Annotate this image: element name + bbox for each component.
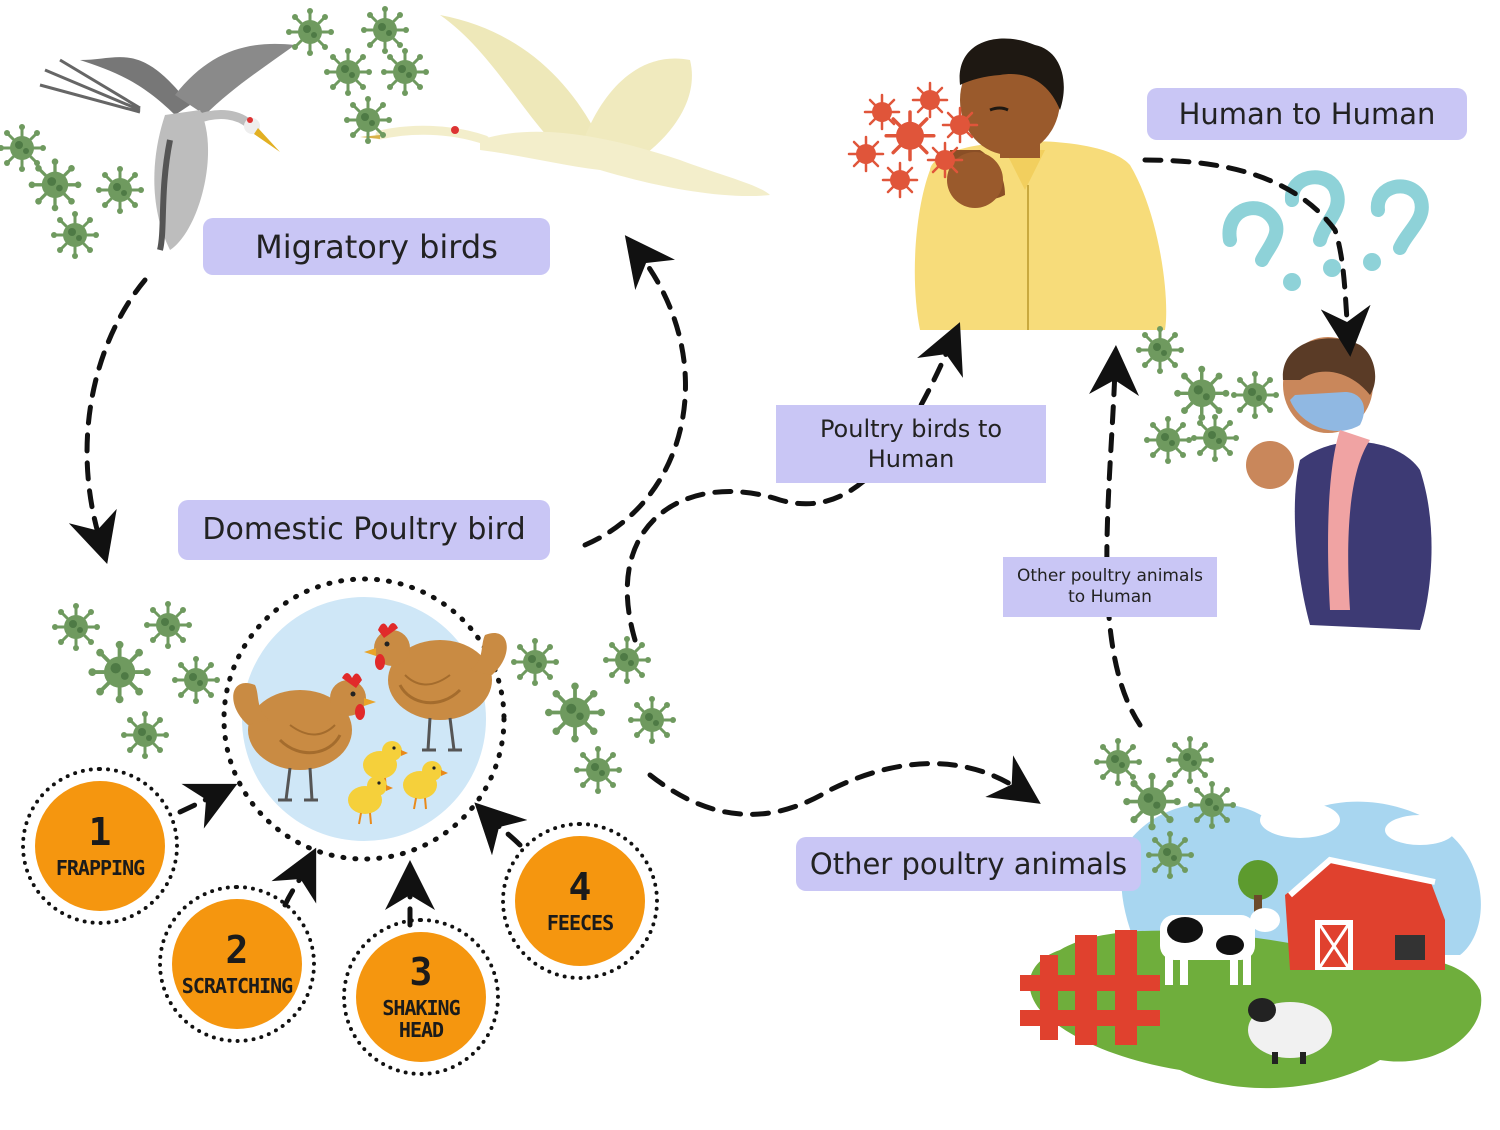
step-3-ring (342, 918, 500, 1076)
step-4-text: FEECES (546, 911, 614, 935)
arrow-human-to-human (1142, 157, 1371, 357)
child-virus-cluster (1134, 324, 1281, 466)
arrow-other-animals-to-human (1089, 345, 1143, 728)
label-domestic-poultry: Domestic Poultry bird (178, 500, 550, 560)
masked-child-icon (1246, 337, 1432, 630)
fence (1020, 930, 1160, 1045)
step-2-ring (158, 885, 316, 1043)
arrow-poultry-to-human (624, 322, 963, 643)
label-other-animals: Other poultry animals (796, 837, 1141, 891)
barn-icon (1285, 856, 1445, 970)
sheep-icon (1248, 998, 1332, 1064)
arrow-step4 (474, 802, 528, 856)
step-4-badge: 4 FEECES (515, 836, 645, 966)
step-1-number: 1 (88, 810, 112, 854)
label-human-to-human: Human to Human (1147, 88, 1467, 140)
arrow-step1 (177, 783, 238, 829)
step-2-text: SCRATCHING (181, 974, 293, 998)
question-dots (1283, 253, 1381, 291)
label-other-animals-to-human: Other poultry animals to Human (1003, 557, 1217, 617)
cow-icon (1160, 908, 1280, 985)
label-poultry-to-human: Poultry birds to Human (776, 405, 1046, 483)
step-4-number: 4 (568, 865, 592, 909)
arrows (68, 157, 1371, 928)
crane-grey-icon (39, 43, 295, 251)
step-2-number: 2 (225, 928, 249, 972)
step-1-ring (21, 767, 179, 925)
arrow-domestic-to-migratory (582, 235, 688, 548)
step-3-text: SHAKING HEAD (382, 996, 460, 1042)
step-4-ring (501, 822, 659, 980)
arrow-step2 (271, 847, 317, 908)
step-3-number: 3 (409, 950, 433, 994)
coughing-man-icon (914, 38, 1167, 330)
arrow-domestic-to-other-animals (647, 755, 1041, 817)
step-1-text: FRAPPING (55, 856, 145, 880)
label-migratory-birds: Migratory birds (203, 218, 550, 275)
step-3-badge: 3 SHAKING HEAD (356, 932, 486, 1062)
crane-white-icon (360, 15, 770, 196)
step-2-badge: 2 SCRATCHING (172, 899, 302, 1029)
step-1-badge: 1 FRAPPING (35, 781, 165, 911)
arrow-migratory-to-domestic (68, 277, 148, 564)
